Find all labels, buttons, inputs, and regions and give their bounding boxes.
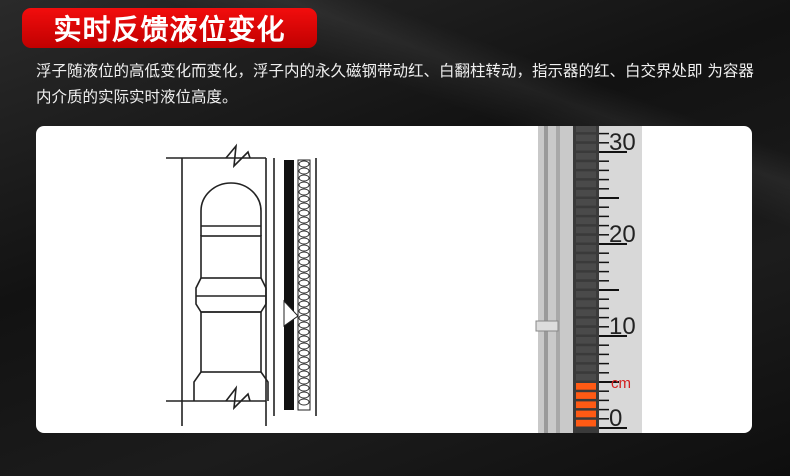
flap-white — [576, 126, 596, 133]
flap-white — [576, 373, 596, 381]
flap-white — [576, 217, 596, 225]
flap-white — [576, 346, 596, 353]
magnet-coil — [298, 258, 310, 266]
magnet-coil — [298, 160, 310, 168]
magnet-coil — [298, 181, 310, 189]
magnet-coil — [298, 209, 310, 217]
flap-white — [576, 327, 596, 335]
magnet-coil — [298, 384, 310, 392]
flap-white — [576, 235, 596, 243]
scale-label: 30 — [609, 129, 636, 156]
float-marker — [535, 320, 559, 332]
flap-white — [576, 291, 596, 298]
magnet-coil — [298, 167, 310, 175]
flap-white — [576, 199, 596, 206]
magnet-coil — [298, 237, 310, 245]
scale-label: 10 — [609, 313, 636, 340]
magnet-coil — [298, 216, 310, 224]
flap-white — [576, 162, 596, 169]
illustration-panel: 30 20 10 0 cm — [36, 126, 752, 433]
flap-white — [576, 263, 596, 271]
magnet-coil — [298, 195, 310, 203]
magnet-coil — [298, 244, 310, 252]
unit-label: cm — [611, 375, 631, 392]
magnet-coil — [298, 174, 310, 182]
flap-white — [576, 208, 596, 215]
scale-label: 0 — [609, 405, 622, 432]
flap-white — [576, 189, 596, 197]
magnet-coil — [298, 188, 310, 196]
flap-white — [576, 134, 596, 142]
magnet-coil — [298, 335, 310, 343]
magnet-coil — [298, 349, 310, 357]
magnet-coil — [298, 321, 310, 329]
indicator-column-drawing — [283, 159, 311, 411]
magnet-coil — [298, 230, 310, 238]
flap-white — [576, 180, 596, 188]
magnet-coil — [298, 370, 310, 378]
page-title: 实时反馈液位变化 — [53, 13, 286, 46]
flap-white — [576, 318, 596, 326]
flap-white — [576, 153, 596, 160]
magnet-coil — [298, 272, 310, 280]
flap-white — [576, 226, 596, 234]
scale-label: 20 — [609, 221, 636, 248]
magnet-coil — [298, 314, 310, 322]
flap-red — [576, 410, 596, 418]
magnet-coil — [298, 293, 310, 301]
flap-white — [576, 245, 596, 252]
magnet-coil — [298, 363, 310, 371]
flap-red — [576, 392, 596, 399]
flap-white — [576, 281, 596, 289]
magnet-coil — [298, 356, 310, 364]
float-diagram — [166, 143, 317, 426]
magnet-coil — [298, 265, 310, 273]
magnet-coil — [298, 286, 310, 294]
flap-white — [576, 300, 596, 307]
flap-white — [576, 254, 596, 261]
flap-white — [576, 272, 596, 280]
magnet-coil — [298, 251, 310, 259]
flap-red — [576, 383, 596, 390]
level-gauge: 30 20 10 0 cm — [535, 126, 642, 433]
description: 浮子随液位的高低变化而变化，浮子内的永久磁钢带动红、白翻柱转动，指示器的红、白交… — [36, 62, 754, 106]
magnet-coil — [298, 398, 310, 406]
magnet-coil — [298, 307, 310, 315]
flap-white — [576, 364, 596, 372]
flap-white — [576, 171, 596, 179]
flap-white — [576, 337, 596, 344]
magnet-coil — [298, 300, 310, 308]
magnet-coil — [298, 202, 310, 210]
flap-white — [576, 143, 596, 151]
flap-red — [576, 419, 596, 427]
magnet-coil — [298, 279, 310, 287]
flap-white — [576, 309, 596, 317]
magnet-coil — [298, 328, 310, 336]
title-badge: 实时反馈液位变化 — [22, 8, 317, 48]
flap-red — [576, 401, 596, 409]
magnet-coil — [298, 342, 310, 350]
magnet-coil — [298, 377, 310, 385]
magnet-coil — [298, 223, 310, 231]
flap-white — [576, 355, 596, 363]
magnet-coil — [298, 391, 310, 399]
